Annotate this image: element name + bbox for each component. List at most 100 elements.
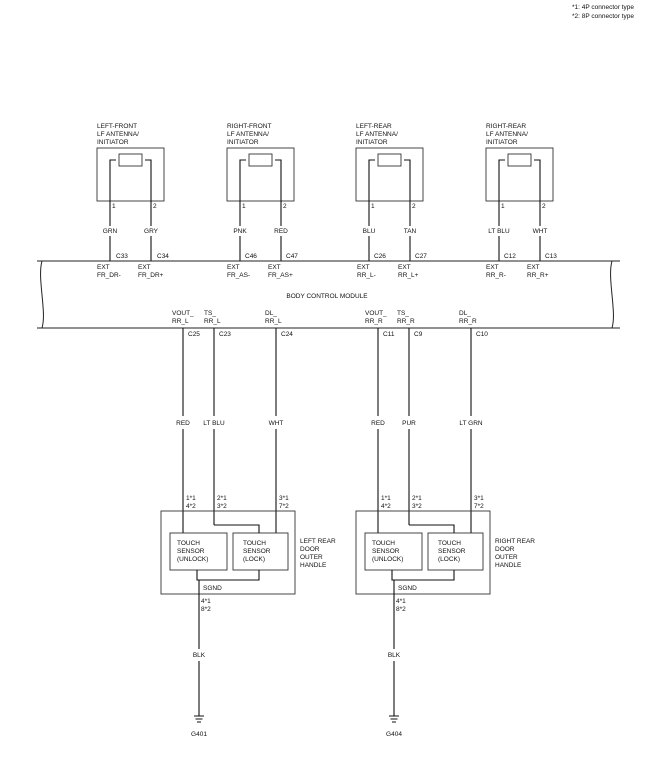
top-wires: [109, 200, 541, 261]
ground-label: G404: [386, 731, 402, 738]
initiator-label: LEFT-FRONT: [97, 123, 137, 130]
pin-number: 2: [412, 203, 416, 210]
connector-pin: C11: [383, 331, 395, 338]
sensor-label: SENSOR: [177, 548, 205, 555]
handle-pin: 4*2: [381, 503, 391, 510]
handle-pin: 2*1: [217, 495, 227, 502]
initiator-label: INITIATOR: [356, 139, 388, 146]
bcm-bottom-signal-names: VOUT_ RR_L TS_ RR_L DL_ RR_L VOUT_ RR_R …: [172, 310, 477, 325]
handle-box: [355, 510, 491, 595]
handle-left-rear: 1*1 4*2 2*1 3*2 3*1 7*2 TOUCH SENSOR (UN…: [160, 495, 336, 738]
signal-name: FR_AS+: [268, 272, 293, 279]
connector-pin: C24: [281, 331, 293, 338]
touch-sensor-unlock: [364, 532, 423, 571]
bcm-label: BODY CONTROL MODULE: [286, 293, 368, 300]
handle-pin: 3*2: [217, 503, 227, 510]
initiator-label: LF ANTENNA/: [227, 131, 269, 138]
sensor-label: SENSOR: [243, 548, 271, 555]
pin-number: 2: [283, 203, 287, 210]
initiator-box: [485, 147, 554, 202]
sensor-label: SENSOR: [438, 548, 466, 555]
pin-number: 2: [153, 203, 157, 210]
connector-pin: C12: [504, 253, 516, 260]
handle-name: OUTER: [495, 554, 518, 561]
connector-pin: C23: [219, 331, 231, 338]
pin-number: 1: [501, 203, 505, 210]
signal-name: EXT: [97, 264, 110, 271]
signal-name: RR_L-: [357, 272, 376, 279]
pin-number: 2: [542, 203, 546, 210]
touch-sensor-lock: [427, 532, 484, 571]
initiator-box: [96, 147, 165, 202]
antenna-coil-icon: [507, 153, 532, 167]
signal-name: RR_L: [172, 318, 189, 325]
initiator-left-rear: LEFT-REAR LF ANTENNA/ INITIATOR 1 2: [355, 123, 424, 210]
connector-pin: C27: [415, 253, 427, 260]
signal-name: DL_: [265, 310, 277, 317]
sensor-label: (UNLOCK): [177, 556, 208, 563]
connector-pin: C13: [545, 253, 557, 260]
pin-number: 1: [112, 203, 116, 210]
wire-color: RED: [371, 420, 385, 427]
initiator-box: [355, 147, 424, 202]
handle-name: LEFT REAR: [300, 538, 336, 545]
handle-pin: 7*2: [279, 503, 289, 510]
signal-name: RR_R: [397, 318, 415, 325]
wire-color: LT BLU: [488, 228, 510, 235]
note-8p: *2: 8P connector type: [572, 13, 634, 20]
handle-name: OUTER: [300, 554, 323, 561]
antenna-coil-icon: [377, 153, 402, 167]
wire-color: PNK: [233, 228, 247, 235]
initiator-label: RIGHT-FRONT: [227, 123, 271, 130]
connector-pin: C33: [116, 253, 128, 260]
signal-name: VOUT_: [365, 310, 387, 317]
initiator-right-front: RIGHT-FRONT LF ANTENNA/ INITIATOR 1 2: [226, 123, 295, 210]
wire-color: TAN: [404, 228, 417, 235]
signal-name: EXT: [227, 264, 240, 271]
initiator-label: INITIATOR: [97, 139, 129, 146]
signal-name: RR_L+: [398, 272, 419, 279]
initiator-label: LF ANTENNA/: [486, 131, 528, 138]
sensor-label: (UNLOCK): [372, 556, 403, 563]
connector-pin: C26: [374, 253, 386, 260]
signal-name: EXT: [138, 264, 151, 271]
signal-name: RR_L: [204, 318, 221, 325]
signal-name: RR_R: [365, 318, 383, 325]
wire-color: LT BLU: [203, 420, 225, 427]
initiator-label: LEFT-REAR: [356, 123, 392, 130]
signal-name: RR_R: [459, 318, 477, 325]
handle-name: HANDLE: [495, 562, 522, 569]
handle-box: [160, 510, 296, 595]
signal-name: FR_AS-: [227, 272, 250, 279]
ground-icon: [194, 715, 204, 723]
ground-icon: [389, 715, 399, 723]
sensor-label: TOUCH: [438, 540, 461, 547]
antenna-coil-icon: [248, 153, 273, 167]
signal-name: EXT: [486, 264, 499, 271]
signal-name: EXT: [268, 264, 281, 271]
signal-name: EXT: [357, 264, 370, 271]
sensor-label: TOUCH: [243, 540, 266, 547]
bottom-wires: [182, 328, 472, 533]
note-4p: *1: 4P connector type: [572, 4, 634, 11]
wire-color: RED: [274, 228, 288, 235]
connector-pin: C25: [188, 331, 200, 338]
connector-pin: C9: [414, 331, 423, 338]
sgnd-label: SGND: [398, 585, 417, 592]
wire-color: GRY: [144, 228, 159, 235]
handle-pin: 7*2: [474, 503, 484, 510]
initiator-label: LF ANTENNA/: [97, 131, 139, 138]
wire-color: WHT: [269, 420, 284, 427]
handle-pin: 4*2: [186, 503, 196, 510]
initiator-box: [226, 147, 295, 202]
connector-pin: C10: [476, 331, 488, 338]
connector-pin: C47: [286, 253, 298, 260]
ground-pin: 4*1: [396, 598, 406, 605]
wire-color: WHT: [533, 228, 548, 235]
sensor-label: TOUCH: [177, 540, 200, 547]
sensor-label: TOUCH: [372, 540, 395, 547]
touch-sensor-lock: [232, 532, 289, 571]
signal-name: TS_: [204, 310, 216, 317]
initiator-right-rear: RIGHT-REAR LF ANTENNA/ INITIATOR 1 2: [485, 123, 554, 210]
